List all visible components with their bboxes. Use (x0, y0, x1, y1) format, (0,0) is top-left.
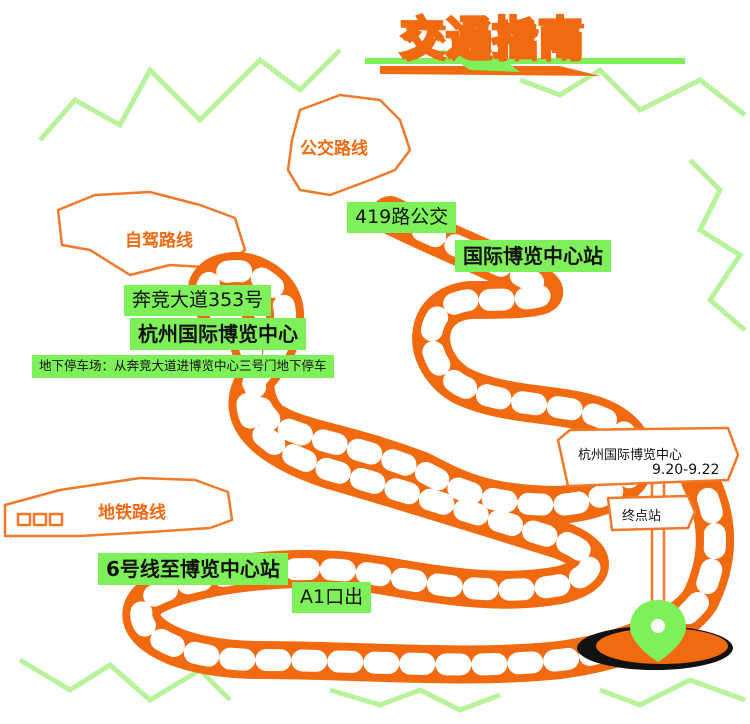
metro-route-label: 地铁路线 (98, 503, 166, 523)
region-outlines (3, 93, 412, 538)
sign-board-venue (556, 426, 740, 488)
bus-route-label: 公交路线 (300, 139, 368, 159)
sign-dates: 9.20-9.22 (652, 462, 720, 478)
sign-terminal: 终点站 (622, 509, 662, 524)
metro-line-tag: 6号线至博览中心站 (98, 553, 288, 585)
bus-region-outline (286, 93, 412, 197)
metro-region-outline (3, 476, 234, 538)
decorative-zigzags (18, 48, 747, 713)
road-dashes (130, 204, 726, 676)
winding-road (122, 196, 734, 684)
metro-exit-tag: A1口出 (292, 582, 372, 613)
signpost (556, 426, 740, 627)
drive-route-label: 自驾路线 (125, 231, 193, 251)
bus-line-tag: 419路公交 (347, 202, 457, 233)
drive-venue-tag: 杭州国际博览中心 (130, 318, 306, 350)
page-title: 交通指南 (399, 12, 584, 66)
drive-parking-tag: 地下停车场：从奔竞大道进博览中心三号门地下停车 (32, 355, 334, 378)
drive-address-tag: 奔竞大道353号 (124, 285, 272, 316)
sign-venue: 杭州国际博览中心 (578, 448, 683, 463)
sign-board-terminal (606, 494, 697, 532)
bus-stop-tag: 国际博览中心站 (455, 240, 611, 272)
destination (577, 600, 733, 670)
title-underline (365, 50, 685, 76)
